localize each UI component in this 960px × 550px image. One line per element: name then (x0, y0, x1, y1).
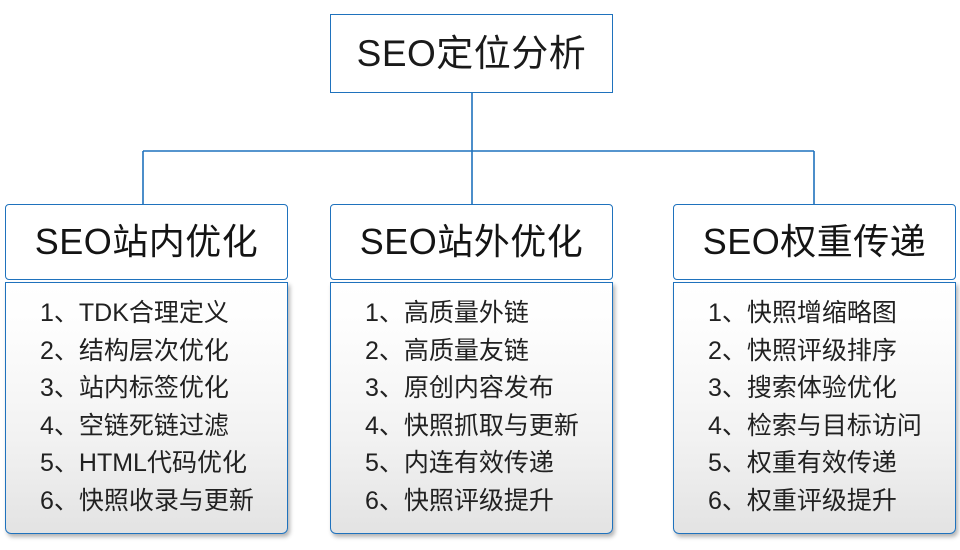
list-item: 6、快照收录与更新 (40, 486, 254, 515)
list-item: 3、搜索体验优化 (708, 374, 897, 402)
branch-item-list-2: 1、高质量外链 2、高质量友链 3、原创内容发布 4、快照抓取与更新 5、内连有… (331, 295, 579, 520)
root-node-label: SEO定位分析 (356, 33, 587, 74)
branch-header-2: SEO站外优化 (330, 204, 613, 280)
branch-header-label: SEO权重传递 (702, 221, 927, 262)
root-node: SEO定位分析 (330, 14, 613, 93)
branch-header-1: SEO站内优化 (5, 204, 288, 280)
branch-body-3: 1、快照增缩略图 2、快照评级排序 3、搜索体验优化 4、检索与目标访问 5、权… (673, 282, 956, 534)
branch-header-label: SEO站内优化 (34, 221, 259, 262)
branch-item-list-1: 1、TDK合理定义 2、结构层次优化 3、站内标签优化 4、空链死链过滤 5、H… (6, 295, 254, 520)
list-item: 5、内连有效传递 (365, 449, 554, 477)
list-item: 2、高质量友链 (365, 336, 529, 365)
list-item: 2、快照评级排序 (708, 336, 897, 365)
list-item: 1、TDK合理定义 (40, 299, 229, 327)
branch-header-3: SEO权重传递 (673, 204, 956, 280)
list-item: 1、高质量外链 (365, 299, 529, 327)
list-item: 5、HTML代码优化 (40, 449, 247, 477)
list-item: 2、结构层次优化 (40, 336, 229, 365)
list-item: 4、检索与目标访问 (708, 411, 922, 440)
branch-body-1: 1、TDK合理定义 2、结构层次优化 3、站内标签优化 4、空链死链过滤 5、H… (5, 282, 288, 534)
list-item: 3、原创内容发布 (365, 374, 554, 402)
list-item: 3、站内标签优化 (40, 374, 229, 402)
branch-item-list-3: 1、快照增缩略图 2、快照评级排序 3、搜索体验优化 4、检索与目标访问 5、权… (674, 295, 922, 520)
branch-column-2: SEO站外优化 1、高质量外链 2、高质量友链 3、原创内容发布 4、快照抓取与… (330, 204, 613, 534)
branch-column-1: SEO站内优化 1、TDK合理定义 2、结构层次优化 3、站内标签优化 4、空链… (5, 204, 288, 534)
list-item: 4、空链死链过滤 (40, 411, 229, 440)
list-item: 5、权重有效传递 (708, 449, 897, 477)
branch-column-3: SEO权重传递 1、快照增缩略图 2、快照评级排序 3、搜索体验优化 4、检索与… (673, 204, 956, 534)
list-item: 1、快照增缩略图 (708, 299, 897, 327)
list-item: 6、权重评级提升 (708, 486, 897, 515)
branch-header-label: SEO站外优化 (359, 221, 584, 262)
branch-body-2: 1、高质量外链 2、高质量友链 3、原创内容发布 4、快照抓取与更新 5、内连有… (330, 282, 613, 534)
list-item: 4、快照抓取与更新 (365, 411, 579, 440)
list-item: 6、快照评级提升 (365, 486, 554, 515)
